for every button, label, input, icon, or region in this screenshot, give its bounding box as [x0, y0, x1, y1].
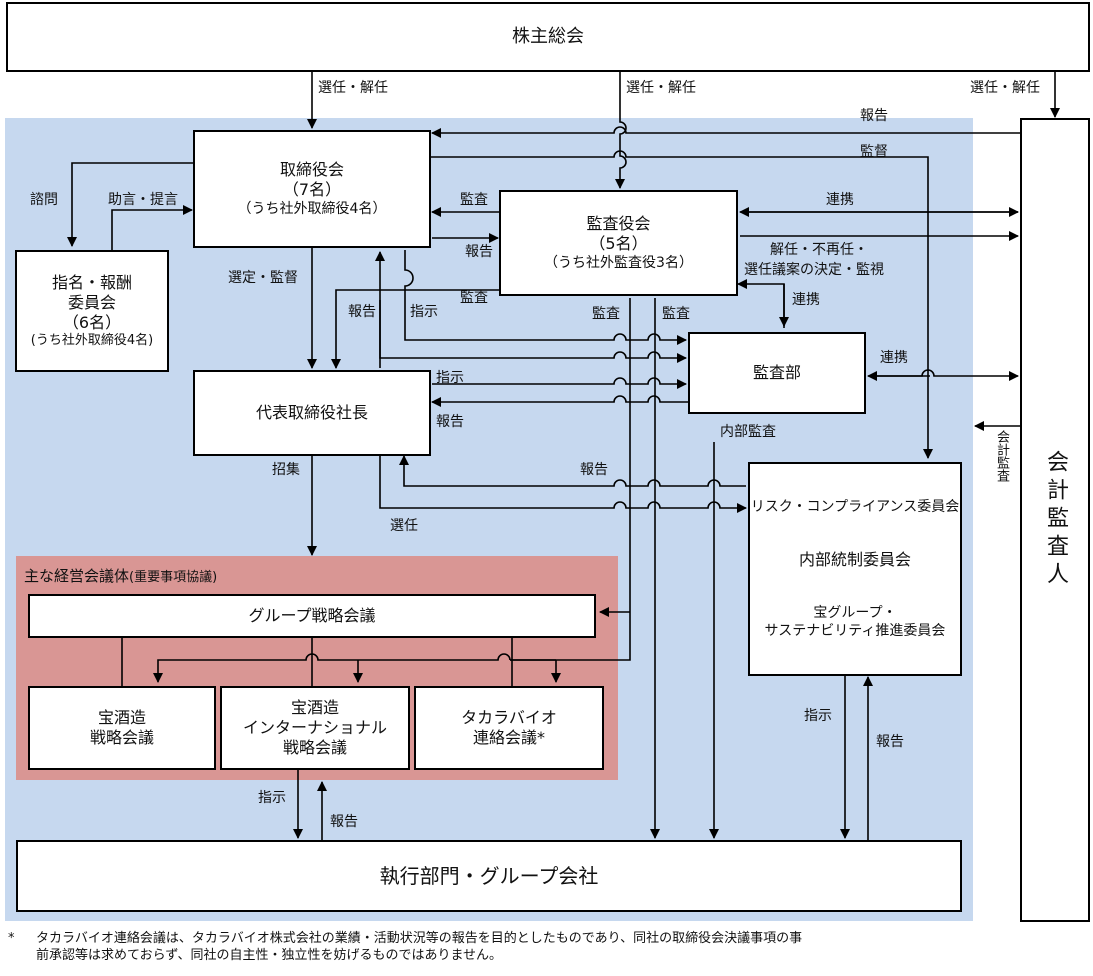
takara-bio-box: タカラバイオ 連絡会議* [414, 686, 604, 770]
takara-intl-l3: 戦略会議 [282, 738, 347, 757]
label-select-supervise: 選定・監督 [228, 270, 298, 286]
footnote-line1: タカラバイオ連絡会議は、タカラバイオ株式会社の業績・活動状況等の報告を目的とした… [36, 931, 803, 946]
label-accounting-audit: 会計監査 [994, 430, 1009, 482]
takara-shuzo-l2: 戦略会議 [89, 728, 154, 747]
mgmt-meetings-title: 主な経営会議体(重要事項協議) [24, 567, 218, 585]
risk-compliance-committee: リスク・コンプライアンス委員会 [750, 499, 960, 515]
label-report1: 報告 [465, 244, 493, 260]
label-audit1: 監査 [460, 192, 488, 208]
takara-shuzo-box: 宝酒造 戦略会議 [28, 686, 216, 770]
board-count: （7名） [282, 180, 342, 199]
audit-board-outside: （うち社外監査役3名） [544, 255, 693, 271]
execution-label: 執行部門・グループ会社 [379, 864, 599, 888]
group-strategy-label: グループ戦略会議 [248, 606, 376, 625]
label-dismiss2: 選任議案の決定・監視 [744, 262, 884, 278]
label-coop3: 連携 [880, 350, 908, 366]
label-report4: 報告 [580, 462, 608, 478]
audit-board-title: 監査役会 [586, 214, 651, 233]
takara-intl-l2: インターナショナル [242, 718, 387, 737]
footnote: * タカラバイオ連絡会議は、タカラバイオ株式会社の業績・活動状況等の報告を目的と… [8, 930, 1088, 964]
label-dismiss: 解任・不再任・ [770, 242, 868, 258]
audit-dept-label: 監査部 [752, 363, 801, 382]
label-instruct1: 指示 [410, 304, 438, 320]
label-report5: 報告 [330, 814, 358, 830]
board-outside: （うち社外取締役4名） [237, 201, 387, 217]
nomination-l3: （6名） [62, 313, 122, 332]
takara-intl-box: 宝酒造 インターナショナル 戦略会議 [220, 686, 410, 770]
takara-bio-l2: 連絡会議* [472, 728, 545, 747]
shareholders-meeting-label: 株主総会 [512, 26, 584, 47]
nomination-l4: (うち社外取締役4名) [30, 333, 154, 348]
label-report-top: 報告 [860, 108, 888, 124]
label-elect2: 選任・解任 [626, 80, 696, 96]
footnote-line2: 前承認等は求めておらず、同社の自主性・独立性を妨げるものではありません。 [36, 948, 503, 963]
label-audit2: 監査 [460, 290, 488, 306]
board-of-directors-box: 取締役会 （7名） （うち社外取締役4名） [193, 130, 431, 248]
internal-control-committee: 内部統制委員会 [798, 550, 911, 569]
nomination-committee-box: 指名・報酬 委員会 （6名） (うち社外取締役4名) [15, 250, 169, 372]
label-instruct3: 指示 [258, 790, 286, 806]
label-audit3: 監査 [592, 306, 620, 322]
label-report2: 報告 [348, 304, 376, 320]
audit-board-box: 監査役会 （5名） （うち社外監査役3名） [499, 190, 738, 296]
label-coop2: 連携 [792, 292, 820, 308]
label-consult: 諮問 [30, 192, 58, 208]
label-report3: 報告 [436, 414, 464, 430]
group-strategy-box: グループ戦略会議 [28, 594, 596, 638]
accounting-auditor-label: 会計監査人 [1043, 450, 1068, 590]
president-box: 代表取締役社長 [193, 370, 431, 456]
shareholders-meeting-box: 株主総会 [6, 2, 1090, 72]
label-coop1: 連携 [826, 192, 854, 208]
takara-shuzo-l1: 宝酒造 [97, 708, 146, 727]
board-title: 取締役会 [279, 160, 344, 179]
committees-box: リスク・コンプライアンス委員会 内部統制委員会 宝グループ・ サステナビリティ推… [748, 462, 962, 676]
nomination-l1: 指名・報酬 [51, 273, 132, 292]
label-supervise-top: 監督 [860, 144, 888, 160]
takara-intl-l1: 宝酒造 [290, 698, 339, 717]
label-audit4: 監査 [662, 306, 690, 322]
sustainability-l2: サステナビリティ推進委員会 [764, 623, 946, 639]
label-convene: 招集 [272, 462, 300, 478]
label-instruct2: 指示 [436, 370, 464, 386]
president-label: 代表取締役社長 [255, 403, 368, 422]
accounting-auditor-box: 会計監査人 [1020, 118, 1090, 922]
footnote-mark: * [8, 931, 15, 946]
audit-board-count: （5名） [589, 234, 648, 253]
label-internal-audit: 内部監査 [720, 424, 776, 440]
label-report6: 報告 [876, 734, 904, 750]
label-appoint: 選任 [390, 518, 418, 534]
nomination-l2: 委員会 [67, 293, 116, 312]
label-instruct4: 指示 [804, 708, 832, 724]
label-advise: 助言・提言 [108, 192, 178, 208]
audit-department-box: 監査部 [688, 332, 866, 414]
execution-box: 執行部門・グループ会社 [16, 840, 962, 912]
label-elect3: 選任・解任 [970, 80, 1040, 96]
sustainability-l1: 宝グループ・ [813, 605, 897, 621]
label-elect1: 選任・解任 [318, 80, 388, 96]
takara-bio-l1: タカラバイオ [461, 708, 557, 727]
